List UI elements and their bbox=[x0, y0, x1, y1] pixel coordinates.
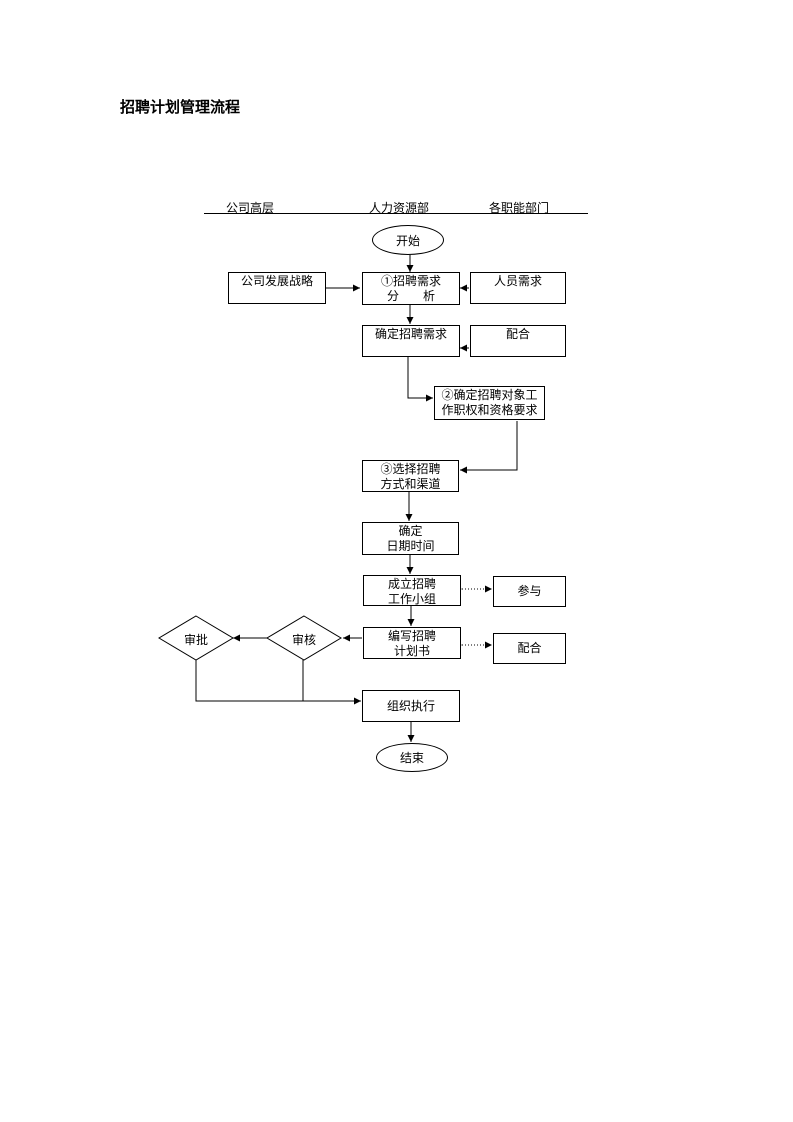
team-label-line2: 工作小组 bbox=[387, 592, 436, 606]
channel-label-line1: ③选择招聘 bbox=[380, 462, 441, 476]
decision-review bbox=[266, 615, 342, 661]
target-label-line1: ②确定招聘对象工 bbox=[441, 388, 538, 402]
strategy-label: 公司发展战略 bbox=[240, 274, 313, 288]
lane-header-divider bbox=[204, 213, 588, 214]
connector-target-channel bbox=[460, 421, 518, 474]
participate-box: 参与 bbox=[493, 576, 566, 607]
analysis-box: ①招聘需求 分 析 bbox=[362, 272, 460, 305]
strategy-box: 公司发展战略 bbox=[228, 272, 326, 304]
plan-box: 编写招聘 计划书 bbox=[363, 627, 461, 659]
confirm-need-box: 确定招聘需求 bbox=[362, 325, 460, 357]
team-box: 成立招聘 工作小组 bbox=[363, 575, 461, 606]
analysis-label-line2: 分 析 bbox=[386, 289, 435, 303]
channel-label-line2: 方式和渠道 bbox=[380, 477, 441, 491]
participate-label: 参与 bbox=[517, 584, 542, 598]
lane-header-leadership: 公司高层 bbox=[226, 201, 275, 215]
connector-approve-execute bbox=[195, 660, 361, 705]
execute-box: 组织执行 bbox=[362, 690, 460, 722]
start-node: 开始 bbox=[372, 225, 444, 255]
decision-approve bbox=[158, 615, 234, 661]
approve-label: 审批 bbox=[183, 633, 208, 647]
cooperate-box-1: 配合 bbox=[470, 325, 566, 357]
end-node: 结束 bbox=[376, 743, 448, 772]
channel-box: ③选择招聘 方式和渠道 bbox=[362, 460, 459, 492]
plan-label-line2: 计划书 bbox=[393, 644, 430, 658]
plan-label-line1: 编写招聘 bbox=[387, 629, 436, 643]
date-label-line2: 日期时间 bbox=[386, 539, 435, 553]
cooperate-label-2: 配合 bbox=[517, 641, 542, 655]
target-box: ②确定招聘对象工 作职权和资格要求 bbox=[434, 386, 545, 420]
date-box: 确定 日期时间 bbox=[362, 522, 459, 555]
end-label: 结束 bbox=[399, 751, 424, 765]
date-label-line1: 确定 bbox=[398, 524, 423, 538]
cooperate-box-2: 配合 bbox=[493, 633, 566, 664]
start-label: 开始 bbox=[395, 233, 420, 248]
connector-confirm-target bbox=[407, 357, 433, 402]
review-label: 审核 bbox=[291, 633, 316, 647]
staff-need-label: 人员需求 bbox=[493, 274, 542, 288]
analysis-label-line1: ①招聘需求 bbox=[380, 274, 441, 288]
lane-header-departments: 各职能部门 bbox=[489, 201, 550, 215]
lane-header-hr: 人力资源部 bbox=[369, 201, 430, 215]
staff-need-box: 人员需求 bbox=[470, 272, 566, 304]
cooperate-label-1: 配合 bbox=[505, 327, 530, 341]
page-title: 招聘计划管理流程 bbox=[120, 98, 241, 116]
team-label-line1: 成立招聘 bbox=[387, 577, 436, 591]
execute-label: 组织执行 bbox=[386, 699, 435, 713]
confirm-need-label: 确定招聘需求 bbox=[374, 327, 447, 341]
target-label-line2: 作职权和资格要求 bbox=[441, 403, 538, 417]
